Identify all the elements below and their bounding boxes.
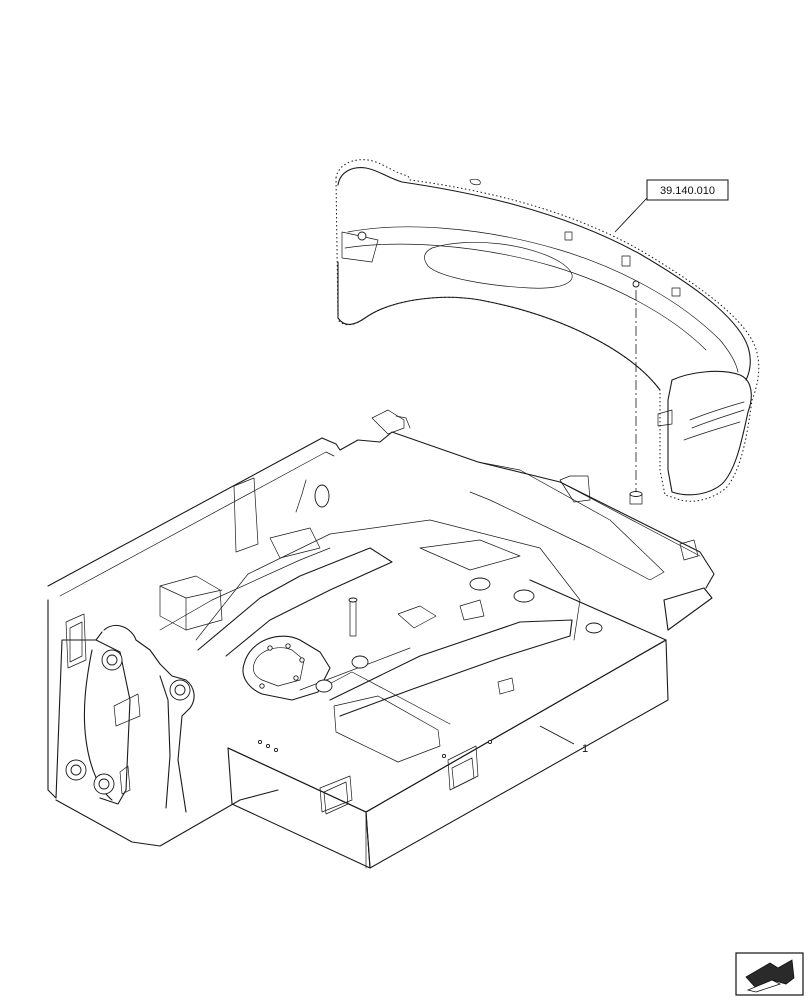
item-callout[interactable]: 1 [582,743,588,755]
reference-callout[interactable]: 39.140.010 [614,179,729,233]
counterweight [335,159,760,505]
reference-box[interactable] [646,179,729,201]
reference-leader [614,197,648,233]
main-frame [47,409,715,869]
next-page-arrow-icon[interactable] [735,952,804,996]
item-leader [539,725,575,745]
reference-label[interactable]: 39.140.010 [660,185,715,197]
